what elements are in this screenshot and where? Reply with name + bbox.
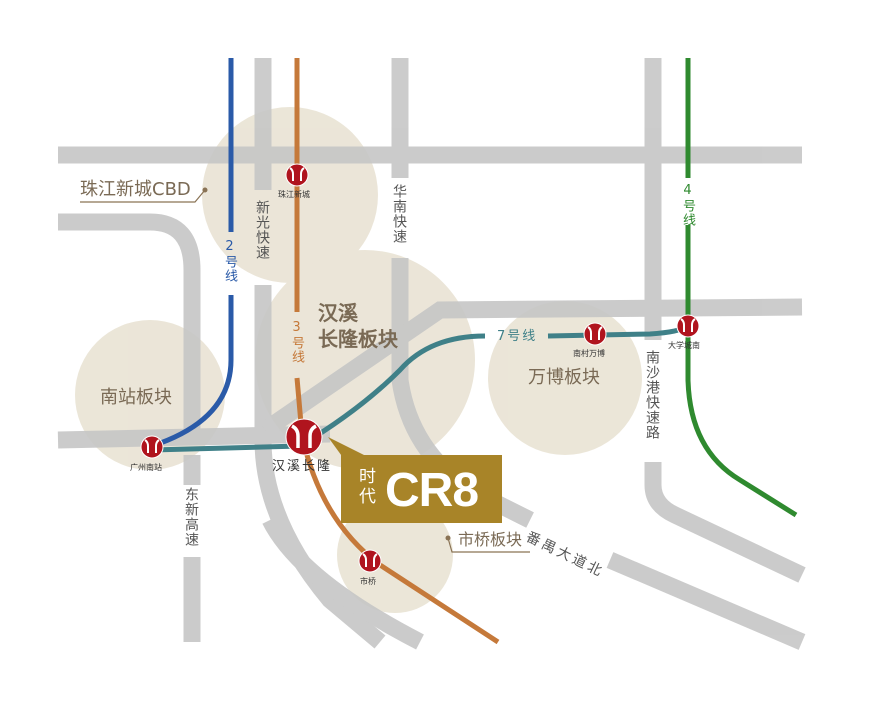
road-bottom-diag bbox=[262, 516, 424, 650]
project-name: CR8 bbox=[385, 464, 479, 517]
station-marker-daxuecheng[interactable] bbox=[676, 314, 700, 338]
station-label-nancun: 南村万博 bbox=[573, 349, 605, 358]
roads bbox=[57, 58, 806, 650]
station-marker-nancun[interactable] bbox=[583, 322, 607, 346]
road-diagonal-up bbox=[260, 298, 803, 438]
district-label-wanbo: 万博板块 bbox=[528, 367, 600, 388]
station-label-hanxi: 汉溪长隆 bbox=[272, 459, 333, 474]
metro-logo-icon bbox=[291, 424, 317, 448]
metro-logo-icon bbox=[587, 326, 603, 340]
station-label-shiqiao: 市桥 bbox=[360, 577, 376, 586]
road-label-xinguang: 新光快速 bbox=[254, 200, 270, 260]
station-marker-guangzhou-south[interactable] bbox=[140, 435, 164, 459]
district-label-hanxi-line2: 长隆板块 bbox=[318, 327, 398, 351]
district-label-hanxi-line1: 汉溪 bbox=[318, 301, 358, 325]
project-prefix: 时代 bbox=[359, 467, 376, 507]
metro-label-line7: 7号线 bbox=[497, 329, 538, 344]
district-label-hanxi: 汉溪 长隆板块 bbox=[318, 300, 398, 352]
district-label-zhujiang-cbd: 珠江新城CBD bbox=[80, 179, 191, 200]
project-badge[interactable]: 时代 CR8 bbox=[341, 455, 502, 523]
cbd-leader-dot bbox=[202, 187, 208, 193]
metro-label-line3: 3号线 bbox=[289, 320, 304, 364]
road-label-dongxin: 东新高速 bbox=[183, 487, 199, 547]
road-left-curve bbox=[58, 213, 201, 440]
road-mid-horizontal bbox=[57, 425, 331, 449]
line-2-track-lower bbox=[151, 295, 234, 449]
cbd-leader-line bbox=[80, 189, 206, 203]
metro-logo-icon bbox=[289, 167, 305, 181]
station-label-guangzhou-south: 广州南站 bbox=[130, 463, 162, 472]
district-label-shiqiao: 市桥板块 bbox=[458, 530, 523, 549]
road-nansha-lower bbox=[644, 462, 806, 583]
shiqiao-leader-dot bbox=[445, 535, 451, 541]
road-panyu-north bbox=[606, 552, 806, 650]
line-4-track-lower bbox=[685, 225, 798, 518]
road-label-huanan: 华南快速 bbox=[391, 184, 407, 244]
line-7-track bbox=[151, 333, 486, 453]
station-marker-zhujiang[interactable] bbox=[285, 163, 309, 187]
district-circle-shiqiao bbox=[337, 497, 453, 613]
metro-logo-icon bbox=[680, 318, 696, 332]
metro-logo-icons bbox=[144, 167, 696, 567]
metro-label-line2: 2号线 bbox=[222, 239, 237, 283]
metro-logo-icon bbox=[362, 553, 378, 567]
station-marker-shiqiao[interactable] bbox=[358, 549, 382, 573]
road-label-nansha-port: 南沙港快速路 bbox=[644, 350, 660, 440]
station-label-zhujiang: 珠江新城 bbox=[278, 190, 310, 199]
station-marker-hanxi[interactable] bbox=[285, 418, 323, 456]
district-label-nanzhan: 南站板块 bbox=[100, 387, 172, 408]
metro-label-line4: 4号线 bbox=[680, 183, 695, 227]
metro-logo-icon bbox=[144, 439, 160, 453]
shiqiao-leader-line bbox=[447, 537, 530, 553]
station-label-daxuecheng: 大学城南 bbox=[668, 341, 700, 350]
